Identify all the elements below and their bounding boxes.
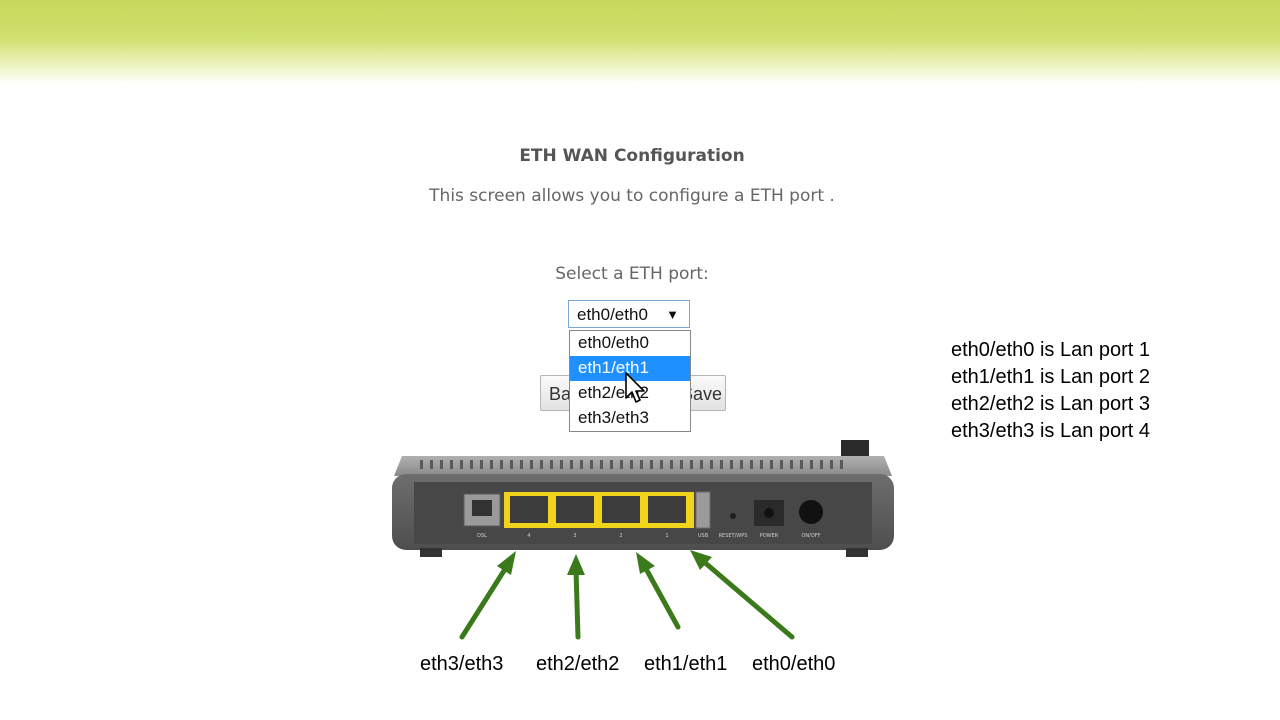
page-description: This screen allows you to configure a ET… (429, 186, 835, 206)
router-port-label: DSL (477, 533, 487, 539)
router-port-label: 1 (665, 533, 668, 539)
router-back-panel-image: DSL 4 3 2 1 USB RESET/WPS POWER ON/OFF (392, 440, 894, 557)
router-port-label: RESET/WPS (719, 533, 748, 539)
port-caption-eth1: eth1/eth1 (644, 653, 728, 675)
arrow-eth0 (700, 558, 795, 640)
router-port-label: 2 (619, 533, 622, 539)
note-line: eth1/eth1 is Lan port 2 (951, 366, 1151, 388)
dropdown-option-eth1[interactable]: eth1/eth1 (570, 356, 690, 381)
port-mapping-notes: eth0/eth0 is Lan port 1 eth1/eth1 is Lan… (951, 337, 1150, 445)
router-port-label: 4 (527, 533, 530, 539)
eth-port-select-value: eth0/eth0 (577, 305, 648, 324)
arrow-eth2 (573, 567, 581, 640)
mouse-cursor-icon (625, 372, 645, 403)
router-port-label: POWER (760, 533, 779, 539)
router-port-label: 3 (573, 533, 576, 539)
router-port-label: USB (698, 533, 709, 539)
port-caption-eth0: eth0/eth0 (752, 653, 836, 675)
header-band (0, 0, 1280, 84)
port-caption-eth2: eth2/eth2 (536, 653, 620, 675)
page-title: ETH WAN Configuration (519, 146, 745, 166)
note-line: eth3/eth3 is Lan port 4 (951, 420, 1151, 442)
dropdown-option-eth3[interactable]: eth3/eth3 (578, 408, 649, 427)
arrow-eth1 (642, 564, 681, 630)
port-caption-eth3: eth3/eth3 (420, 653, 504, 675)
eth-port-select[interactable]: eth0/eth0 ▼ (568, 300, 690, 328)
arrow-eth3 (459, 563, 510, 640)
router-port-label: ON/OFF (801, 533, 820, 539)
note-line: eth0/eth0 is Lan port 1 (951, 339, 1151, 361)
chevron-down-icon: ▼ (666, 307, 679, 322)
dropdown-option-eth0[interactable]: eth0/eth0 (578, 333, 649, 352)
eth-port-label: Select a ETH port: (555, 264, 709, 284)
note-line: eth2/eth2 is Lan port 3 (951, 393, 1151, 415)
